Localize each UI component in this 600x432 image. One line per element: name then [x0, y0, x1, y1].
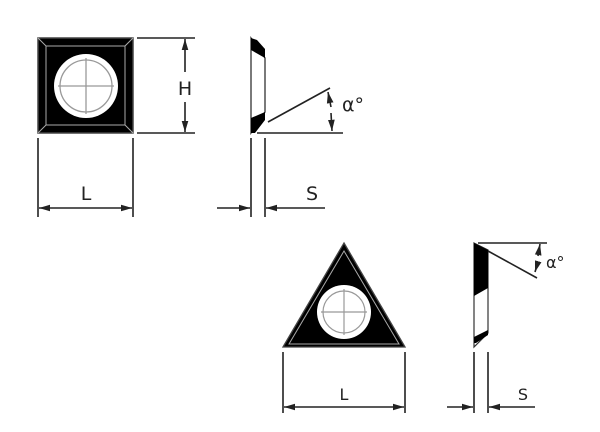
height-dimension: H [137, 37, 195, 134]
length-dimension-triangle: L [282, 352, 406, 413]
square-insert-side: α° [250, 35, 364, 136]
length-label: L [81, 183, 92, 205]
thickness-label: S [306, 183, 318, 205]
thickness-dimension-square: S [217, 138, 325, 217]
thickness-label: S [518, 385, 528, 404]
angle-label: α° [342, 94, 364, 116]
length-label: L [340, 385, 349, 404]
angle-label: α° [546, 253, 565, 272]
square-insert-front [37, 37, 134, 134]
triangle-insert-side: α° [473, 242, 565, 349]
height-label: H [178, 78, 192, 100]
thickness-dimension-triangle: S [447, 352, 535, 413]
length-dimension-square: L [37, 138, 134, 217]
triangle-insert-front [281, 241, 407, 348]
